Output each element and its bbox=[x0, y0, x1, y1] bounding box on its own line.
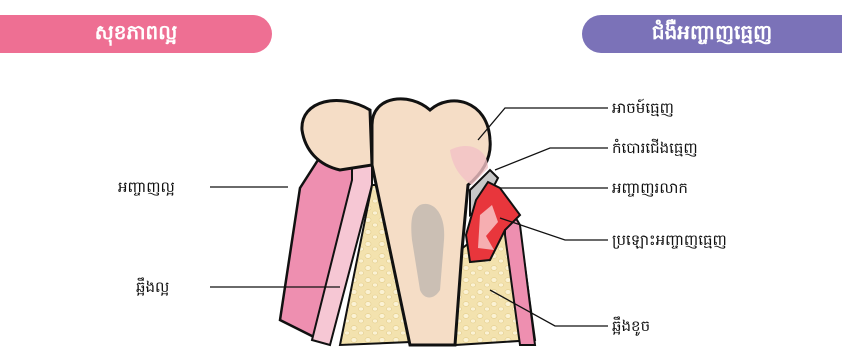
gum-pocket-label: ប្រឡោះអញ្ចាញធ្មេញ bbox=[612, 230, 727, 250]
tooth-back-crown bbox=[302, 100, 372, 170]
healthy-bone-label: ឆ្អឹងល្អ bbox=[136, 277, 169, 297]
healthy-gum-label: អញ្ចាញល្អ bbox=[118, 177, 175, 197]
damaged-bone-label: ឆ្អឹងខូច bbox=[612, 316, 650, 336]
plaque-label: អាចម៍ធ្មេញ bbox=[612, 98, 674, 118]
inflamed-gum-label: អញ្ចាញរលាក bbox=[612, 178, 688, 198]
tartar-label: កំបោរជើងធ្មេញ bbox=[612, 138, 698, 158]
